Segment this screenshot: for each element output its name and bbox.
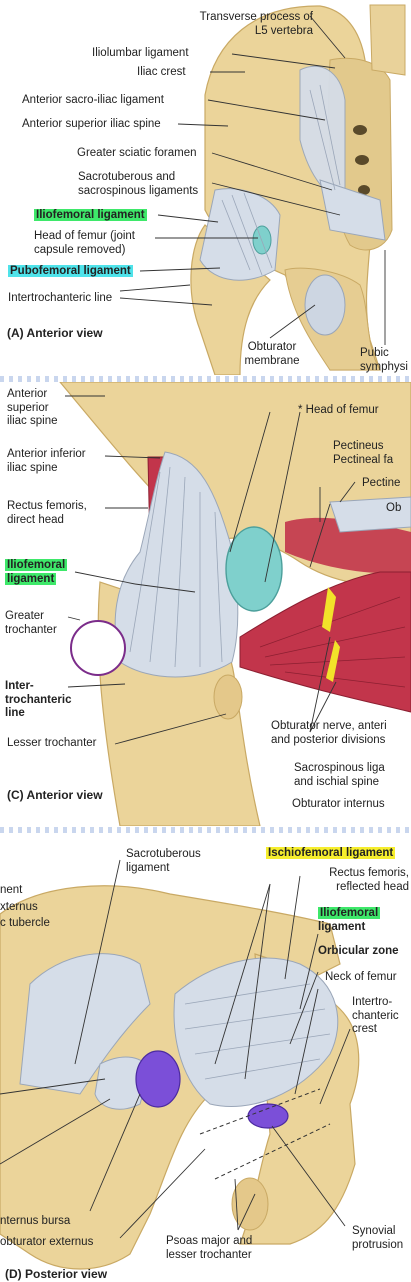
label-psoas-2: lesser trochanter (166, 1248, 252, 1261)
label-asis: Anterior superior iliac spine (22, 118, 161, 130)
label-left-3: c tubercle (0, 917, 50, 929)
label-pubic-symphysis: Pubic (360, 347, 389, 359)
label-aiis-2: iliac spine (7, 461, 58, 474)
caption-c: (C) Anterior view (7, 788, 103, 802)
panel-anterior-view-a: Transverse process of L5 vertebra Iliolu… (0, 0, 411, 375)
label-synovial: Synovial (352, 1225, 396, 1237)
label-iliofemoral-d: Iliofemoral (318, 907, 381, 919)
label-asis-c: Anterior (7, 388, 48, 400)
label-asis-c-3: iliac spine (7, 415, 58, 427)
label-iliofemoral: Iliofemoral ligament (34, 209, 147, 221)
panel-c-illustration (59, 382, 411, 826)
obturator-membrane (304, 274, 346, 336)
label-left-1: nent (0, 884, 23, 896)
label-obturator-nerve-2: and posterior divisions (271, 733, 386, 746)
label-obturator-2: membrane (244, 354, 300, 367)
label-obturator-externus: obturator externus (0, 1236, 94, 1248)
obturator-nerve (322, 587, 336, 632)
label-ischiofemoral: Ischiofemoral ligament (266, 847, 396, 859)
label-head-femur-c: * Head of femur (298, 404, 379, 416)
label-greater-sciatic: Greater sciatic foramen (77, 147, 197, 159)
iliofemoral-ligament-c (114, 451, 239, 678)
label-internus-bursa: nternus bursa (0, 1215, 71, 1227)
label-pectine: Pectine (362, 477, 401, 489)
label-pectineus: Pectineus (333, 440, 384, 452)
caption-d: (D) Posterior view (5, 1267, 108, 1281)
label-neck-femur: Neck of femur (325, 971, 397, 983)
label-lesser-trochanter: Lesser trochanter (7, 737, 97, 749)
label-synovial-2: protrusion (352, 1238, 404, 1251)
obturator-internus-bursa (135, 1050, 181, 1108)
synovial-protrusion (247, 1103, 289, 1129)
label-intertrochanteric: Intertrochanteric line (8, 292, 113, 304)
label-anterior-sacroiliac: Anterior sacro-iliac ligament (22, 94, 164, 106)
label-iliofemoral-c: Iliofemoral (5, 559, 68, 571)
l5-vertebra (369, 4, 406, 76)
label-sacrotuberous: Sacrotuberous and (78, 171, 176, 183)
label-head-femur: Head of femur (joint (34, 230, 135, 242)
label-iliac-crest: Iliac crest (137, 66, 186, 78)
sacrotuberous-ligament-d (19, 953, 151, 1095)
label-sacrotuberous-d-2: ligament (126, 861, 170, 874)
obturator-muscle (239, 571, 411, 713)
label-obturator-nerve: Obturator nerve, anteri (271, 720, 387, 732)
ischiofemoral-ligament (173, 957, 339, 1108)
label-iliolumbar: Iliolumbar ligament (92, 47, 189, 59)
panel-separator-2 (0, 827, 411, 833)
label-intertrochanteric-crest-2: chanteric (352, 1009, 399, 1022)
label-sacrospinous: Sacrospinous liga (294, 762, 385, 774)
panel-posterior-view-d: nent xternus c tubercle Sacrotuberous li… (0, 834, 411, 1282)
label-obturator: Obturator (247, 341, 297, 353)
label-sacrotuberous-d: Sacrotuberous (126, 848, 201, 860)
label-rectus-d-2: reflected head (336, 880, 409, 893)
caption-a: (A) Anterior view (7, 326, 103, 340)
label-obturator-internus: Obturator internus (292, 798, 385, 810)
femoral-head (252, 225, 272, 255)
lesser-trochanter (213, 674, 243, 720)
label-ob: Ob (386, 502, 402, 514)
panel-d-illustration (0, 859, 360, 1270)
label-intertrochanteric-crest: Intertro- (352, 996, 393, 1008)
pectineus-muscle (285, 517, 411, 574)
label-psoas: Psoas major and (166, 1235, 253, 1247)
label-transverse-process-2: L5 vertebra (254, 24, 313, 37)
label-intertrochanteric-crest-3: crest (352, 1023, 377, 1035)
label-orbicular-zone: Orbicular zone (318, 945, 399, 957)
label-rectus-d: Rectus femoris, (329, 867, 409, 879)
panel-anterior-view-c: Anterior superior iliac spine Anterior i… (0, 382, 411, 826)
greater-trochanter-marker (70, 620, 126, 676)
label-sacrospinous-2: and ischial spine (294, 775, 380, 788)
label-iliofemoral-d-2: ligament (318, 920, 366, 933)
label-aiis: Anterior inferior (7, 448, 86, 460)
label-iliofemoral-c-2: ligament (5, 573, 57, 585)
label-intertrochanteric-c-2: trochanteric (5, 693, 72, 706)
panel-separator (0, 376, 411, 382)
sacrotuberous-ligament (319, 179, 386, 241)
label-rectus-c: Rectus femoris, (7, 500, 87, 512)
label-intertrochanteric-c-3: line (5, 707, 25, 719)
panel-a-illustration (119, 4, 406, 375)
label-pubofemoral: Pubofemoral ligament (8, 265, 133, 277)
femoral-head-c (225, 526, 283, 612)
label-pubic-symphysis-2: symphysi (360, 360, 408, 373)
label-greater-trochanter-2: trochanter (5, 623, 57, 636)
label-left-2: xternus (0, 900, 38, 913)
label-asis-c-2: superior (7, 401, 49, 414)
label-pectineal: Pectineal fa (333, 454, 394, 466)
label-sacrotuberous-2: sacrospinous ligaments (78, 184, 199, 197)
label-transverse-process: Transverse process of (199, 11, 313, 23)
label-rectus-c-2: direct head (7, 513, 64, 526)
label-head-femur-2: capsule removed) (34, 243, 126, 256)
label-greater-trochanter: Greater (5, 610, 44, 622)
label-intertrochanteric-c: Inter- (5, 680, 34, 692)
